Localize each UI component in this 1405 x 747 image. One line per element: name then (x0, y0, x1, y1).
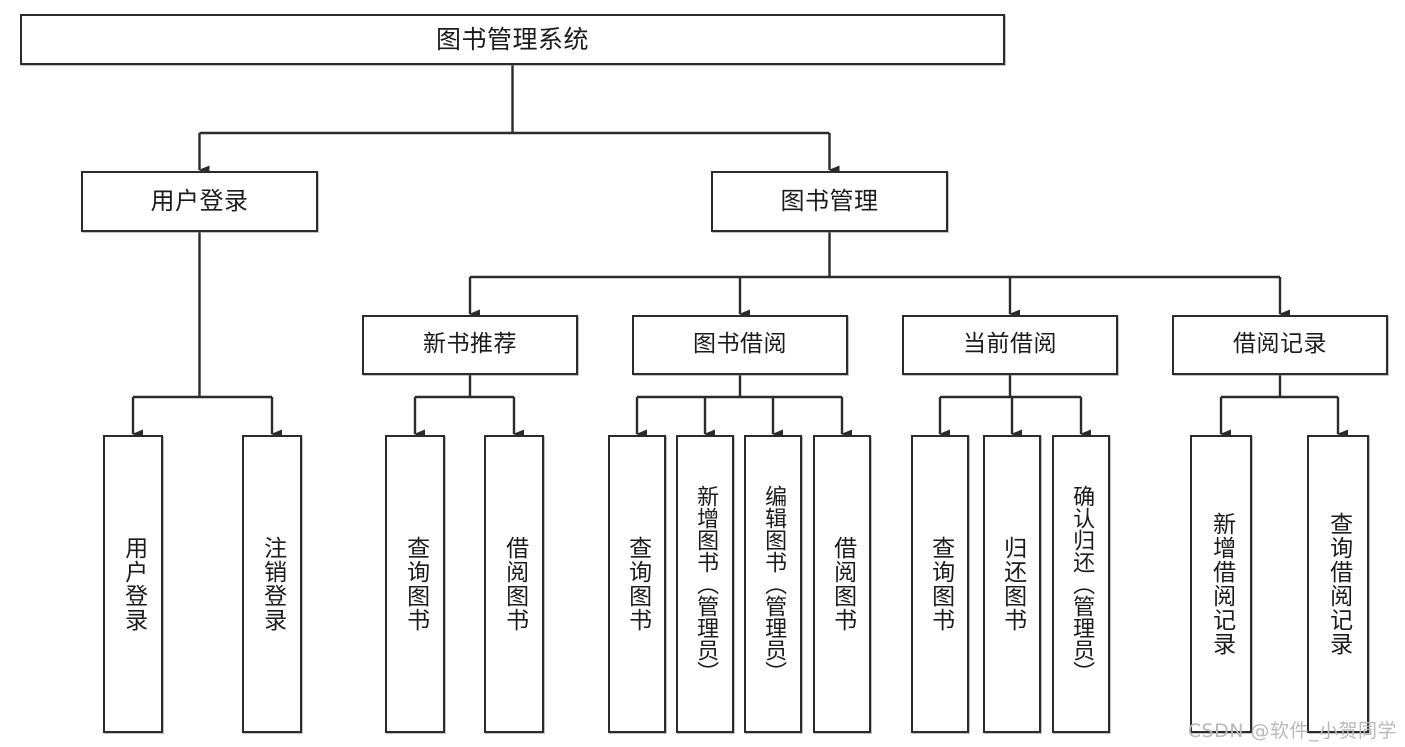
node-label: 用户登录 (150, 187, 249, 216)
node-records[interactable]: 借阅记录 (1172, 315, 1388, 375)
node-label: 新书推荐 (423, 331, 517, 358)
node-root[interactable]: 图书管理系统 (20, 14, 1005, 65)
node-leaf-borrow-nb[interactable]: 借阅图书 (484, 435, 544, 733)
node-current[interactable]: 当前借阅 (902, 315, 1118, 375)
node-label: 借阅图书 (829, 536, 856, 632)
node-label: 图书管理系统 (435, 24, 589, 54)
node-label: 归还图书 (999, 536, 1026, 632)
node-label: 借阅图书 (501, 536, 528, 632)
node-label: 用户登录 (120, 536, 147, 632)
node-leaf-confirm[interactable]: 确认归还（管理员） (1052, 435, 1110, 733)
node-label: 图书管理 (780, 187, 879, 216)
node-newbook[interactable]: 新书推荐 (362, 315, 578, 375)
node-label: 注销登录 (259, 536, 286, 632)
node-label: 图书借阅 (693, 331, 787, 358)
node-label: 新增借阅记录 (1208, 512, 1235, 656)
node-label: 借阅记录 (1233, 331, 1327, 358)
node-leaf-logout[interactable]: 注销登录 (242, 435, 302, 733)
node-label: 查询图书 (927, 536, 954, 632)
node-leaf-query-bk[interactable]: 查询图书 (608, 435, 666, 733)
node-leaf-login[interactable]: 用户登录 (103, 435, 163, 733)
node-label: 编辑图书（管理员） (761, 485, 787, 683)
node-login[interactable]: 用户登录 (81, 171, 318, 232)
node-label: 新增图书（管理员） (693, 485, 719, 683)
node-label: 确认归还（管理员） (1069, 485, 1095, 683)
node-leaf-query-rec[interactable]: 查询借阅记录 (1307, 435, 1369, 733)
node-leaf-add-bk[interactable]: 新增图书（管理员） (676, 435, 734, 733)
node-label: 当前借阅 (963, 331, 1057, 358)
node-borrow[interactable]: 图书借阅 (632, 315, 848, 375)
node-bookmgmt[interactable]: 图书管理 (711, 171, 948, 232)
node-leaf-query-nb[interactable]: 查询图书 (385, 435, 445, 733)
node-leaf-add-rec[interactable]: 新增借阅记录 (1190, 435, 1252, 733)
csdn-watermark: CSDN @软件_小贺同学 (1187, 720, 1397, 742)
node-leaf-lend-bk[interactable]: 借阅图书 (813, 435, 871, 733)
node-label: 查询图书 (624, 536, 651, 632)
node-leaf-return[interactable]: 归还图书 (983, 435, 1041, 733)
node-label: 查询借阅记录 (1325, 512, 1352, 656)
node-leaf-edit-bk[interactable]: 编辑图书（管理员） (744, 435, 802, 733)
node-label: 查询图书 (402, 536, 429, 632)
node-leaf-query-cur[interactable]: 查询图书 (911, 435, 969, 733)
